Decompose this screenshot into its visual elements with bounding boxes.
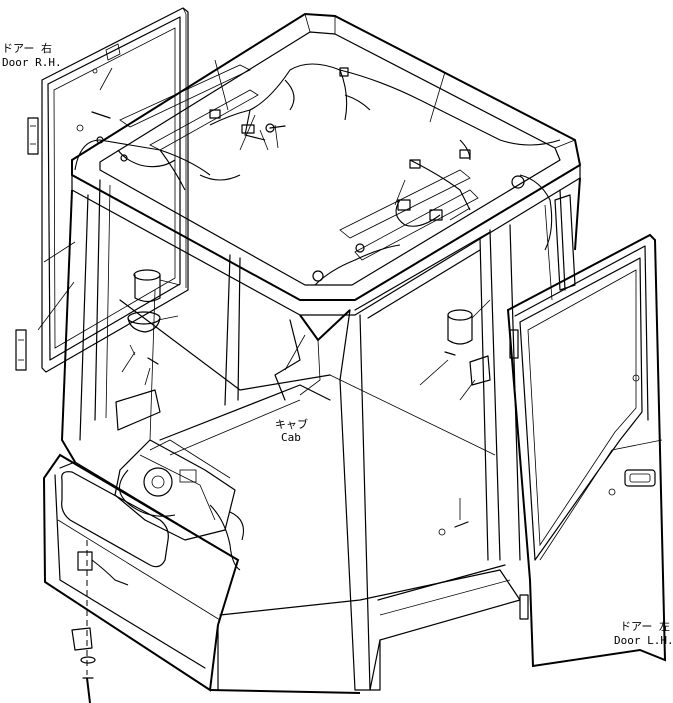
door-rh-label-en: Door R.H. (2, 56, 62, 69)
fastener-parts (71, 111, 491, 703)
door-rh-drawing (15, 7, 189, 373)
door-lh-label-en: Door L.H. (614, 634, 673, 647)
cab-drawing (42, 12, 582, 694)
door-lh-drawing (506, 233, 667, 668)
door-lh-label-jp: ドアー 左 (620, 620, 670, 633)
leader-lines (99, 59, 491, 520)
cab-label-en: Cab (281, 431, 301, 444)
cab-label-jp: キャブ (275, 417, 308, 431)
roof-wiring-harness (74, 63, 561, 286)
door-rh-label-jp: ドアー 右 (2, 41, 52, 55)
